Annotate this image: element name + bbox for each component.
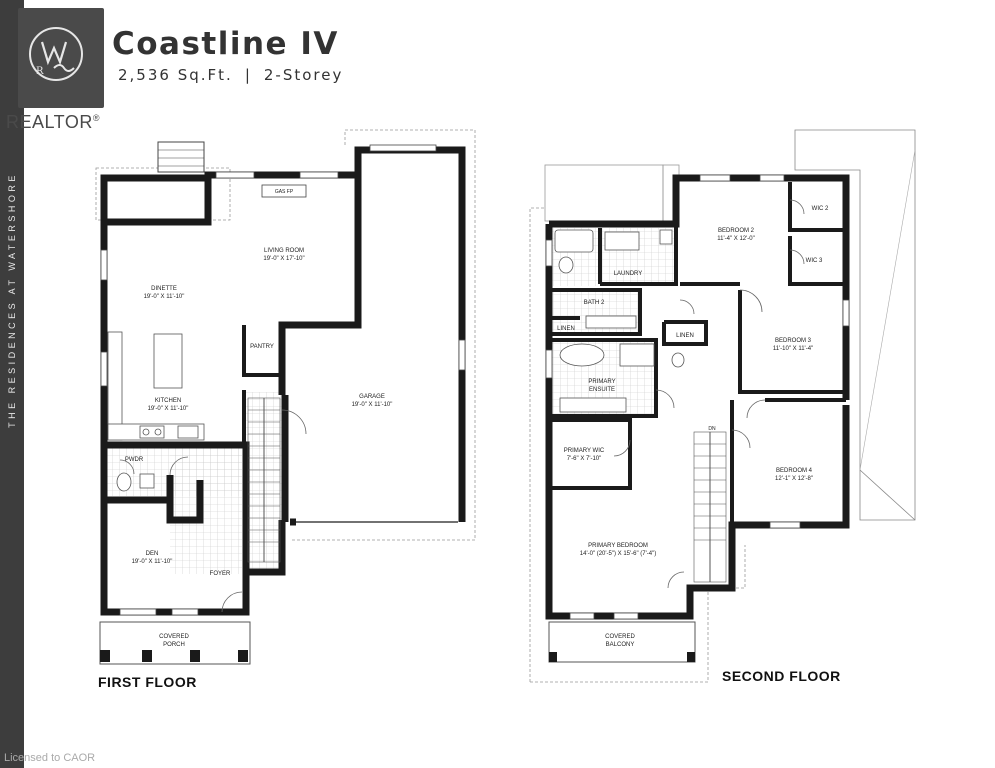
room-living-name: LIVING ROOM: [264, 248, 304, 254]
stairs-down-label: DN: [708, 426, 716, 432]
room-pantry-name: PANTRY: [250, 344, 274, 350]
balcony-label-line1: COVERED: [605, 634, 635, 640]
balcony-label-line2: BALCONY: [606, 642, 635, 648]
room-den-dim: 19'-0" X 11'-10": [132, 559, 173, 565]
room-bedroom4-name: BEDROOM 4: [776, 468, 813, 474]
rear-steps: [157, 141, 205, 173]
second-floor-stairs: [693, 431, 727, 583]
first-floor-stairs: [247, 397, 281, 563]
room-bedroom4-dim: 12'-1" X 12'-8": [775, 476, 813, 482]
room-linen-b-name: LINEN: [676, 333, 694, 339]
room-bath2-name: BATH 2: [584, 300, 605, 306]
room-dinette-dim: 19'-0" X 11'-10": [144, 294, 185, 300]
first-floor-plan: LIVING ROOM 19'-0" X 17'-10" GAS FP DINE…: [95, 129, 476, 665]
room-foyer-name: FOYER: [210, 571, 231, 577]
storey-count: 2-Storey: [263, 66, 344, 84]
room-wic2-name: WIC 2: [812, 206, 829, 212]
first-floor-label: FIRST FLOOR: [98, 674, 197, 690]
second-floor-label: SECOND FLOOR: [722, 668, 841, 684]
room-kitchen-name: KITCHEN: [155, 398, 181, 404]
second-floor-plan: BEDROOM 2 11'-4" X 12'-0" WIC 2 WIC 3 LA…: [529, 129, 916, 683]
room-primary-bedroom-dim: 14'-0" (20'-5") X 15'-6" (7'-4"): [580, 551, 656, 557]
room-wic3-name: WIC 3: [806, 258, 823, 264]
page-subtitle: 2,536 Sq.Ft. | 2-Storey: [118, 66, 343, 84]
room-pwdr-name: PWDR: [125, 457, 144, 463]
ensuite-label-line1: PRIMARY: [588, 379, 615, 385]
area-value: 2,536 Sq.Ft.: [118, 66, 233, 84]
svg-text:R: R: [36, 66, 44, 77]
room-bedroom3-dim: 11'-10" X 11'-4": [773, 346, 813, 352]
room-living-dim: 19'-0" X 17'-10": [263, 256, 304, 262]
realtor-logo: REALTOR®: [6, 112, 100, 132]
room-bedroom2-name: BEDROOM 2: [718, 228, 755, 234]
subtitle-separator: |: [244, 66, 252, 84]
room-garage-name: GARAGE: [359, 394, 385, 400]
room-kitchen-dim: 19'-0" X 11'-10": [148, 406, 189, 412]
sidebar-strip: THE RESIDENCES AT WATERSHORE: [0, 0, 24, 768]
room-bedroom2-dim: 11'-4" X 12'-0": [717, 236, 754, 242]
gas-fireplace-label: GAS FP: [275, 189, 294, 195]
covered-porch: [99, 621, 251, 665]
room-primary-wic-dim: 7'-6" X 7'-10": [567, 456, 602, 462]
room-dinette-name: DINETTE: [151, 286, 177, 292]
room-primary-bedroom-name: PRIMARY BEDROOM: [588, 543, 648, 549]
logo-emblem-icon: R: [29, 27, 83, 81]
room-bedroom3-name: BEDROOM 3: [775, 338, 812, 344]
room-primary-wic-name: PRIMARY WIC: [564, 448, 605, 454]
room-laundry-name: LAUNDRY: [614, 271, 643, 277]
room-garage-dim: 19'-0" X 11'-10": [352, 402, 393, 408]
license-text: Licensed to CAOR: [4, 752, 96, 764]
brand-logo: R: [18, 8, 104, 108]
porch-label-line1: COVERED: [159, 634, 189, 640]
room-den-name: DEN: [146, 551, 159, 557]
porch-label-line2: PORCH: [163, 642, 185, 648]
covered-balcony: [548, 621, 696, 663]
room-linen-a-name: LINEN: [557, 326, 575, 332]
page-title: Coastline IV: [112, 26, 339, 62]
ensuite-label-line2: ENSUITE: [589, 387, 615, 393]
